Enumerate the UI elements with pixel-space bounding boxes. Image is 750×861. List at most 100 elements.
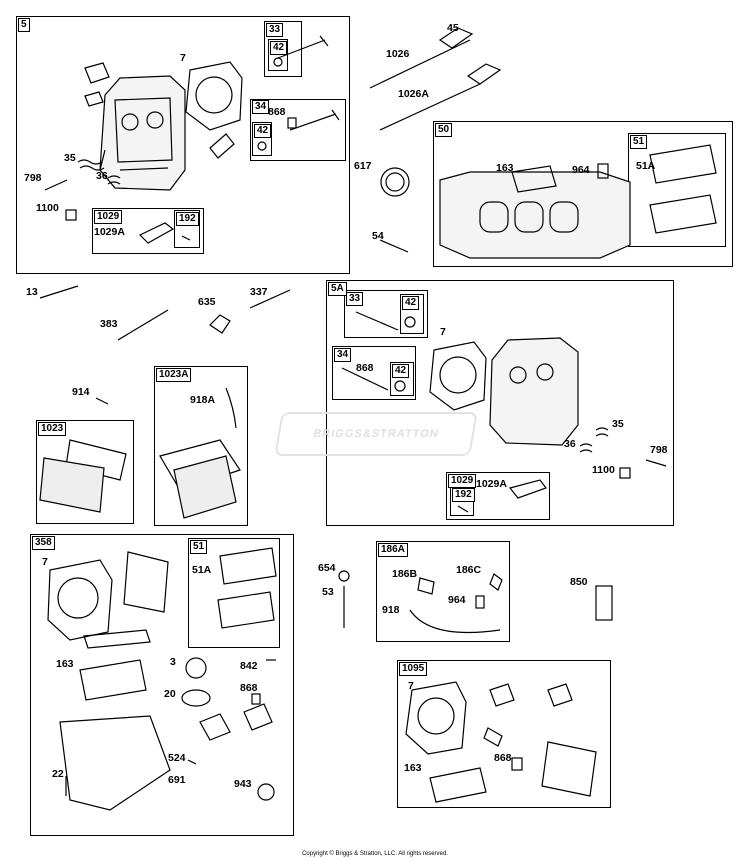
bolt-798-mid — [645, 459, 667, 467]
keeper-42-mid-b — [394, 380, 406, 392]
part-label: 36 — [564, 438, 576, 450]
part-label: 868 — [494, 752, 512, 764]
gasket-51A-top-b — [649, 194, 717, 234]
seal-20 — [181, 689, 211, 707]
part-label: 51A — [636, 160, 656, 172]
bolt-798-top — [44, 179, 68, 191]
spacer-964-bottom — [475, 595, 485, 609]
part-label: 524 — [168, 752, 186, 764]
part-label: 654 — [318, 562, 336, 574]
spring-35-mid — [595, 427, 609, 437]
group-box-5 — [16, 16, 350, 274]
group-box-1023 — [36, 420, 134, 524]
group-box-33-mid — [344, 290, 428, 338]
part-label: 1029A — [94, 226, 125, 238]
valve-34-mid — [341, 367, 389, 391]
group-tag-358: 358 — [32, 536, 55, 550]
group-tag-1029: 1029 — [448, 474, 477, 488]
cylinder-head-mid — [489, 337, 579, 446]
group-box-5A — [326, 280, 674, 526]
group-tag-5A: 5A — [328, 282, 347, 296]
part-label: 51A — [192, 564, 212, 576]
gasket-163-1095 — [429, 767, 487, 803]
part-label: 45 — [447, 22, 459, 34]
part-label: 53 — [322, 586, 334, 598]
screw-192-top — [181, 235, 191, 241]
gasket-small-1095-b — [547, 683, 573, 707]
seal-868-top — [287, 117, 297, 129]
clip-1100-mid — [619, 467, 631, 479]
group-tag-42: 42 — [270, 41, 288, 55]
group-box-1029-mid — [446, 472, 550, 520]
spark-plug-337 — [249, 289, 291, 309]
gasket-small-1095-a — [489, 683, 515, 707]
group-tag-33: 33 — [266, 23, 284, 37]
gasket-163-bottom — [79, 659, 147, 701]
part-label: 54 — [372, 230, 384, 242]
spring-35-top — [77, 159, 105, 171]
seal-868-bottom — [251, 693, 261, 705]
breather-918A — [225, 387, 237, 429]
part-label: 868 — [356, 362, 374, 374]
head-gasket-1095 — [405, 681, 467, 755]
part-label: 7 — [42, 556, 48, 568]
group-tag-1029: 1029 — [94, 210, 123, 224]
part-label: 691 — [168, 774, 186, 786]
copyright-notice: Copyright © Briggs & Stratton, LLC. All … — [302, 851, 448, 857]
gasket-small-a — [84, 62, 110, 84]
tool-383 — [117, 309, 169, 341]
part-label: 617 — [354, 160, 372, 172]
gasket-small-358 — [199, 713, 231, 741]
group-box-192-top — [174, 210, 200, 248]
group-tag-42: 42 — [392, 364, 410, 378]
group-tag-34: 34 — [252, 100, 270, 114]
bolt-914 — [95, 397, 109, 405]
valve-33-top — [277, 35, 329, 59]
part-label: 35 — [64, 152, 76, 164]
rocker-1029A-mid — [508, 479, 547, 499]
pushrod-1026A — [379, 83, 481, 131]
valve-34-top — [289, 109, 340, 131]
group-box-358 — [30, 534, 294, 836]
group-tag-1023A: 1023A — [156, 368, 192, 382]
part-label: 1026A — [398, 88, 429, 100]
gasket-small-c — [209, 133, 235, 159]
fitting-186B — [417, 577, 435, 595]
keeper-42-top-b — [257, 141, 267, 151]
nut-654 — [338, 570, 350, 582]
part-label: 163 — [404, 762, 422, 774]
group-box-1029-top — [92, 208, 204, 254]
part-label: 22 — [52, 768, 64, 780]
bolt-54 — [379, 239, 409, 253]
part-label: 1100 — [36, 202, 59, 214]
group-box-1095 — [397, 660, 611, 808]
clip-1100-top — [65, 209, 77, 221]
group-box-186A — [376, 541, 510, 642]
lifter-45 — [438, 27, 474, 49]
group-box-51-bottom — [188, 538, 280, 648]
gasket-strip-358 — [83, 629, 151, 649]
group-tag-192: 192 — [452, 488, 475, 502]
spring-36-mid — [579, 443, 593, 453]
part-label: 635 — [198, 296, 216, 308]
group-tag-1095: 1095 — [399, 662, 428, 676]
fitting-186C — [489, 573, 503, 591]
sealant-850 — [595, 585, 613, 621]
part-label: 163 — [56, 658, 74, 670]
valve-cover-1023 — [39, 439, 127, 513]
group-tag-186A: 186A — [378, 543, 408, 557]
part-label: 798 — [650, 444, 668, 456]
group-tag-51: 51 — [630, 135, 648, 149]
gasket-small-1095-c — [483, 727, 503, 747]
group-box-50 — [433, 121, 733, 267]
gasket-51A-top-a — [649, 144, 717, 184]
part-label: 1100 — [592, 464, 615, 476]
part-label: 7 — [408, 680, 414, 692]
group-tag-192: 192 — [176, 212, 199, 226]
part-label: 7 — [440, 326, 446, 338]
part-label: 36 — [96, 170, 108, 182]
keeper-42-mid-a — [404, 316, 416, 328]
part-label: 13 — [26, 286, 38, 298]
spring-36-top — [107, 175, 121, 185]
